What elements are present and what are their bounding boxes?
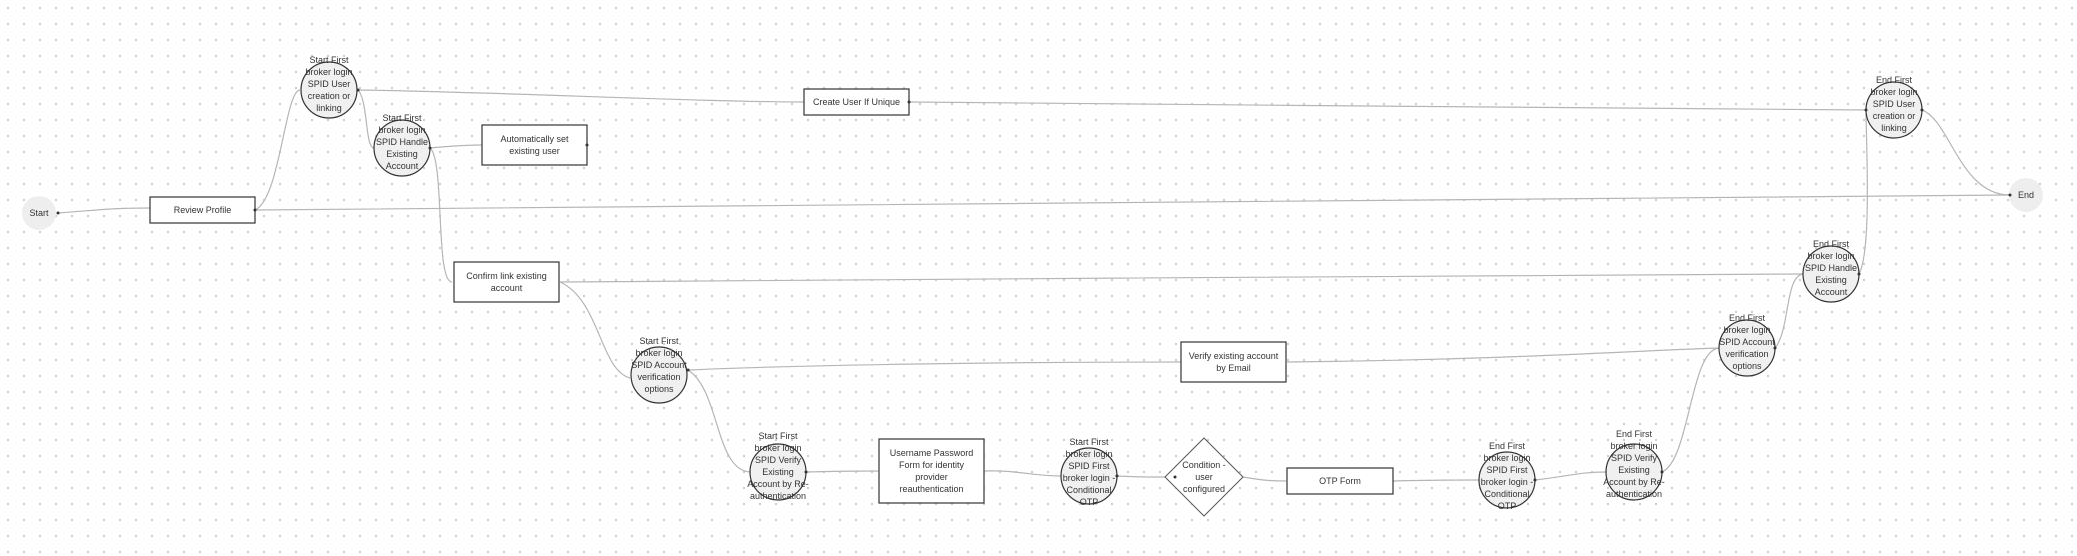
edge-endhandle-endusercreation: [1858, 109, 1868, 275]
start-account-verification-node[interactable]: [630, 346, 688, 404]
edge-upform-startotp: [984, 470, 1062, 477]
edge-startreauth-upform: [805, 470, 879, 473]
edge-review-startusercreation: [254, 89, 301, 211]
edge-startusercreation-starthandle: [357, 89, 375, 149]
port-dot: [1173, 475, 1177, 479]
review-profile-box[interactable]: [149, 196, 256, 224]
end-user-creation-node[interactable]: [1865, 81, 1923, 139]
end-reauth-node[interactable]: [1605, 443, 1663, 501]
port-dot: [356, 88, 360, 92]
port-dot: [428, 146, 432, 150]
end-node[interactable]: [2009, 178, 2043, 212]
edge-endaccverif-endhandle: [1774, 273, 1804, 349]
edge-startusercreation-createuser: [357, 89, 805, 103]
port-dot: [1864, 108, 1868, 112]
edge-start-review: [57, 207, 151, 214]
port-dot: [585, 143, 589, 147]
start-user-creation-node[interactable]: [300, 61, 358, 119]
ports: [56, 88, 2012, 482]
edge-starthandle-autoset: [429, 144, 483, 149]
create-user-unique-box[interactable]: [803, 88, 910, 116]
port-dot: [1773, 346, 1777, 350]
edge-confirmlink-startaccverif: [559, 281, 631, 379]
condition-diamond[interactable]: [1164, 437, 1244, 517]
verify-email-box[interactable]: [1180, 341, 1287, 383]
edge-endreauth-endaccverif: [1661, 347, 1720, 473]
end-conditional-otp-node[interactable]: [1478, 451, 1536, 509]
port-dot: [1533, 478, 1537, 482]
username-password-form-box[interactable]: [878, 438, 985, 504]
port-dot: [56, 211, 60, 215]
start-node[interactable]: [22, 196, 56, 230]
start-handle-existing-node[interactable]: [373, 119, 431, 177]
edge-startaccverif-verifyemail: [687, 361, 1182, 371]
edge-confirmlink-endhandle: [559, 273, 1804, 283]
port-dot: [1660, 470, 1664, 474]
port-dot: [1920, 108, 1924, 112]
edges: [57, 89, 2011, 482]
port-dot: [907, 100, 911, 104]
edge-startaccverif-startreauth: [687, 369, 751, 473]
otp-form-box[interactable]: [1286, 467, 1394, 495]
end-account-verification-node[interactable]: [1718, 319, 1776, 377]
auto-set-user-box[interactable]: [481, 124, 588, 166]
edge-createuser-endusercreation: [908, 101, 1867, 111]
port-dot: [253, 208, 257, 212]
edge-condition-otpform: [1242, 476, 1287, 482]
port-dot: [686, 368, 690, 372]
edge-endotp-endreauth: [1534, 471, 1607, 481]
confirm-link-box[interactable]: [453, 261, 560, 303]
edge-review-end: [254, 194, 2011, 211]
port-dot: [1115, 474, 1119, 478]
start-reauth-node[interactable]: [749, 443, 807, 501]
end-handle-existing-node[interactable]: [1802, 245, 1860, 303]
port-dot: [2008, 193, 2012, 197]
port-dot: [1857, 272, 1861, 276]
edge-starthandle-confirmlink: [429, 147, 453, 283]
edge-startotp-condition: [1116, 475, 1166, 478]
start-conditional-otp-node[interactable]: [1060, 447, 1118, 505]
port-dot: [804, 470, 808, 474]
edge-endusercreation-end: [1921, 109, 2011, 196]
edge-verifyemail-endaccverif: [1286, 347, 1720, 363]
edge-otpform-endotp: [1392, 479, 1480, 482]
